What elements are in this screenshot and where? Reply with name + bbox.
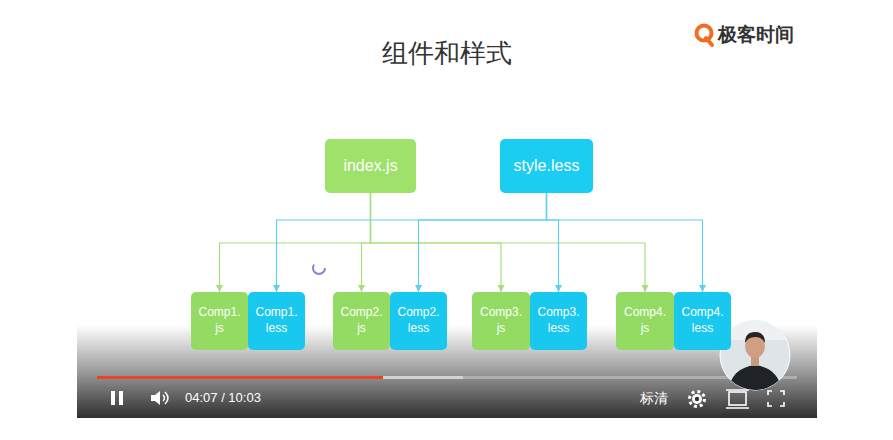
dependency-arrow bbox=[371, 193, 646, 292]
dependency-arrow bbox=[277, 193, 547, 292]
dependency-arrow bbox=[419, 193, 547, 292]
dependency-arrow bbox=[220, 193, 371, 292]
loading-spinner bbox=[313, 262, 325, 274]
style-file-box: style.less bbox=[500, 139, 593, 193]
entry-file-box: index.js bbox=[325, 139, 416, 193]
node-label: Comp4. less bbox=[681, 305, 723, 336]
node-label: index.js bbox=[343, 156, 397, 177]
component-js-box: Comp2. js bbox=[333, 292, 390, 350]
node-label: Comp3. less bbox=[537, 305, 579, 336]
theater-icon bbox=[726, 390, 749, 408]
brand-logo-text: 极客时间 bbox=[718, 22, 794, 48]
dependency-arrow bbox=[547, 193, 559, 292]
dependency-arrow bbox=[362, 193, 371, 292]
component-js-box: Comp1. js bbox=[191, 292, 248, 350]
pause-icon bbox=[111, 391, 123, 405]
progress-buffer bbox=[97, 376, 463, 379]
settings-icon bbox=[690, 392, 705, 407]
video-time: 04:07 / 10:03 bbox=[185, 390, 261, 405]
component-less-box: Comp4. less bbox=[674, 292, 731, 350]
fullscreen-icon bbox=[768, 391, 784, 406]
node-label: Comp4. js bbox=[624, 305, 666, 336]
volume-icon bbox=[151, 391, 168, 405]
node-label: Comp3. js bbox=[480, 305, 522, 336]
node-label: Comp2. less bbox=[397, 305, 439, 336]
component-less-box: Comp2. less bbox=[390, 292, 447, 350]
node-label: Comp2. js bbox=[340, 305, 382, 336]
component-less-box: Comp1. less bbox=[248, 292, 305, 350]
node-label: Comp1. less bbox=[255, 305, 297, 336]
component-js-box: Comp4. js bbox=[616, 292, 674, 350]
node-label: style.less bbox=[514, 156, 580, 177]
progress-track bbox=[97, 376, 797, 379]
quality-label: 标清 bbox=[640, 390, 668, 408]
dependency-arrow bbox=[547, 193, 703, 292]
logo-icon bbox=[697, 26, 713, 46]
node-label: Comp1. js bbox=[198, 305, 240, 336]
component-less-box: Comp3. less bbox=[530, 292, 587, 350]
component-js-box: Comp3. js bbox=[472, 292, 530, 350]
progress-played bbox=[97, 376, 383, 379]
